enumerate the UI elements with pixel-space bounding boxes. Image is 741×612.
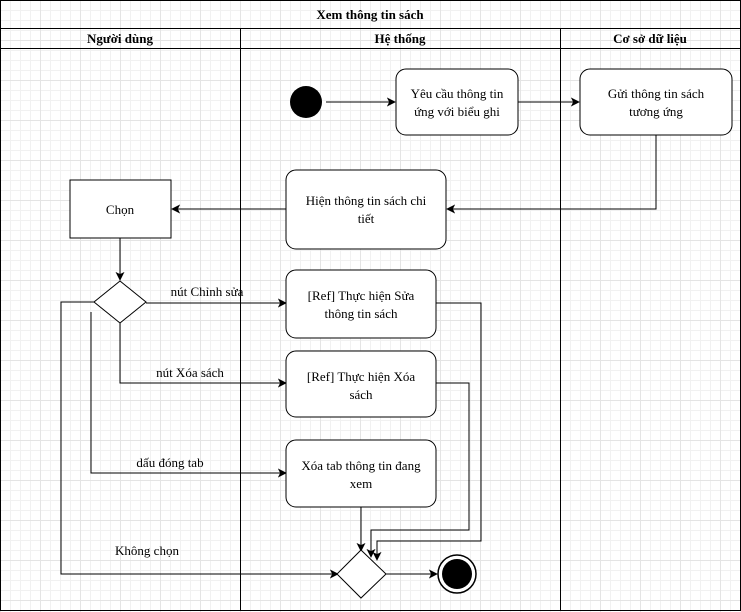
lane-user: Người dùng (87, 31, 153, 46)
action-ref-delete-line1: [Ref] Thực hiện Xóa (307, 369, 415, 384)
action-close-tab: Xóa tab thông tin đang xem (285, 439, 437, 508)
edge-label-delete: nút Xóa sách (156, 365, 224, 380)
action-show-book-detail: Hiện thông tin sách chi tiết (285, 169, 447, 250)
edge-label-no-choice: Không chọn (115, 543, 179, 558)
edge-delete-to-merge (366, 382, 470, 558)
edge-decision-to-merge (60, 301, 339, 579)
decision-node (93, 280, 147, 324)
edges (60, 97, 657, 579)
lane-system: Hệ thống (375, 31, 426, 46)
action-ref-edit: [Ref] Thực hiện Sửa thông tin sách (285, 269, 437, 339)
merge-node (336, 549, 387, 599)
final-node (437, 554, 477, 594)
action-ref-edit-line1: [Ref] Thực hiện Sửa (308, 288, 415, 303)
action-send-book-info-line2: tương ứng (629, 104, 683, 119)
action-show-book-detail-line2: tiết (358, 211, 375, 226)
edge-label-edit: nút Chỉnh sửa (171, 284, 244, 299)
initial-node (290, 86, 322, 118)
lane-database: Cơ sở dữ liệu (613, 31, 687, 46)
edge-decision-to-delete (119, 323, 287, 388)
action-ref-edit-line2: thông tin sách (325, 306, 398, 321)
action-request-info-line2: ứng với biểu ghi (414, 104, 500, 119)
action-request-info-line1: Yêu cầu thông tin (411, 86, 504, 101)
action-choose: Chọn (69, 179, 172, 239)
action-ref-delete: [Ref] Thực hiện Xóa sách (285, 350, 437, 418)
action-send-book-info: Gửi thông tin sách tương ứng (579, 68, 733, 136)
action-request-info: Yêu cầu thông tin ứng với biểu ghi (395, 68, 519, 136)
edge-edit-to-merge (372, 302, 482, 561)
diagram-title: Xem thông tin sách (316, 7, 424, 22)
action-show-book-detail-line1: Hiện thông tin sách chi (306, 193, 427, 208)
action-ref-delete-line2: sách (349, 387, 373, 402)
action-close-tab-line2: xem (350, 476, 372, 491)
action-close-tab-line1: Xóa tab thông tin đang (301, 458, 421, 473)
action-send-book-info-line1: Gửi thông tin sách (608, 86, 705, 101)
edge-decision-to-close (90, 312, 287, 478)
action-choose-label: Chọn (106, 202, 135, 217)
edge-label-close-tab: dấu đóng tab (136, 455, 203, 470)
edge-db-to-detail (446, 135, 657, 214)
